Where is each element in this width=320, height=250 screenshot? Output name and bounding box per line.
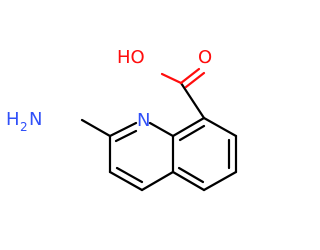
- bond-carboxyl-c-o-double-a: [179, 67, 201, 85]
- bond-n1-c2-inner: [114, 129, 138, 143]
- bond-c5-c4a: [171, 170, 206, 192]
- bond-c8a-c8-inner: [178, 124, 206, 142]
- bond-c8a-c8: [171, 116, 206, 138]
- bond-c8-carboxyl-c: [179, 81, 206, 120]
- ring-nitrogen-label: N: [137, 110, 150, 131]
- bond-carboxyl-c-oh: [160, 72, 183, 85]
- bond-c8-c7: [202, 116, 238, 138]
- carboxyl-oxygen-label: O: [198, 47, 212, 68]
- bond-c3-c4-inner: [115, 166, 144, 184]
- bond-n1-c2: [108, 121, 138, 138]
- bond-carboxyl-c-o-double-b: [184, 71, 206, 89]
- bond-c8a-n1: [148, 121, 175, 138]
- amino-nitrogen-label: N: [29, 109, 42, 130]
- bond-c5-c4a-inner: [177, 166, 205, 184]
- molecule-structure-diagram: HO O N H 2 N: [6, 47, 238, 192]
- amino-hydrogen-label: H: [6, 109, 20, 130]
- carboxyl-hydroxyl-label: HO: [117, 47, 145, 68]
- bond-c6-c5: [202, 170, 238, 192]
- bond-c2-amino-n: [80, 118, 112, 138]
- bond-c4-c4a: [140, 170, 175, 192]
- amino-hydrogen-subscript: 2: [20, 120, 28, 134]
- bond-c3-c4: [108, 170, 144, 192]
